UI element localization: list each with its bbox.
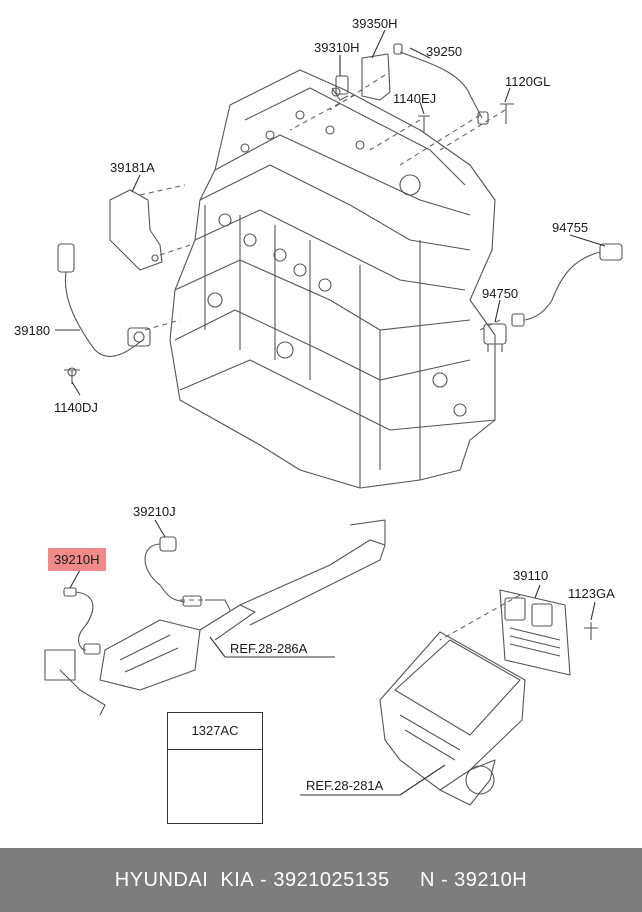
sensor-94750 xyxy=(483,323,507,352)
footer-separator: - xyxy=(254,868,274,891)
sensor-harness-94755 xyxy=(511,243,623,327)
oxygen-sensor-39210J xyxy=(144,536,202,607)
ref-label-28-286A[interactable]: REF.28-286A xyxy=(230,641,308,656)
label-1327AC: 1327AC xyxy=(168,713,262,750)
label-39210J: 39210J xyxy=(133,504,176,519)
footer-brand: HYUNDAI KIA xyxy=(114,868,255,891)
label-39181A: 39181A xyxy=(110,160,155,175)
bolt-1140DJ xyxy=(64,367,80,384)
label-39350H: 39350H xyxy=(352,16,398,31)
label-39180: 39180 xyxy=(14,323,51,338)
label-1123GA: 1123GA xyxy=(568,586,615,601)
label-1140DJ: 1140DJ xyxy=(54,400,98,415)
label-1140EJ: 1140EJ xyxy=(393,91,437,106)
sensor-cable-39250 xyxy=(393,43,489,125)
label-39310H: 39310H xyxy=(314,40,360,55)
label-1120GL: 1120GL xyxy=(505,74,551,89)
label-39210H-highlighted[interactable]: 39210H xyxy=(48,548,106,571)
footer-bar: HYUNDAI KIA - 3921025135 N - 39210H xyxy=(0,848,642,912)
oxygen-sensor-39210H xyxy=(63,587,101,655)
footer-part-number: 3921025135 xyxy=(273,868,390,891)
exhaust-catalytic-assembly xyxy=(44,519,386,716)
ecu-39110 xyxy=(499,589,571,676)
bracket-39350H xyxy=(361,53,391,101)
label-39250: 39250 xyxy=(426,44,463,59)
label-94750: 94750 xyxy=(482,286,519,301)
footer-highlight-code: 39210H xyxy=(454,868,528,891)
cam-sensor-39310H xyxy=(331,75,349,101)
bolt-1140EJ xyxy=(418,115,430,132)
label-39110: 39110 xyxy=(513,568,549,583)
air-cleaner-assembly xyxy=(379,631,526,806)
ref-label-28-281A[interactable]: REF.28-281A xyxy=(306,778,384,793)
inset-part-box: 1327AC xyxy=(167,712,263,824)
bolt-1120GL xyxy=(500,103,514,124)
footer-n-prefix: N - xyxy=(419,868,455,891)
label-94755: 94755 xyxy=(552,220,589,235)
footer-gap xyxy=(390,869,420,892)
engine-block xyxy=(169,69,496,489)
exploded-parts-drawing xyxy=(44,29,623,806)
bolt-1123GA xyxy=(584,622,598,640)
crank-sensor-39180 xyxy=(57,243,151,357)
cover-39181A xyxy=(109,189,163,271)
